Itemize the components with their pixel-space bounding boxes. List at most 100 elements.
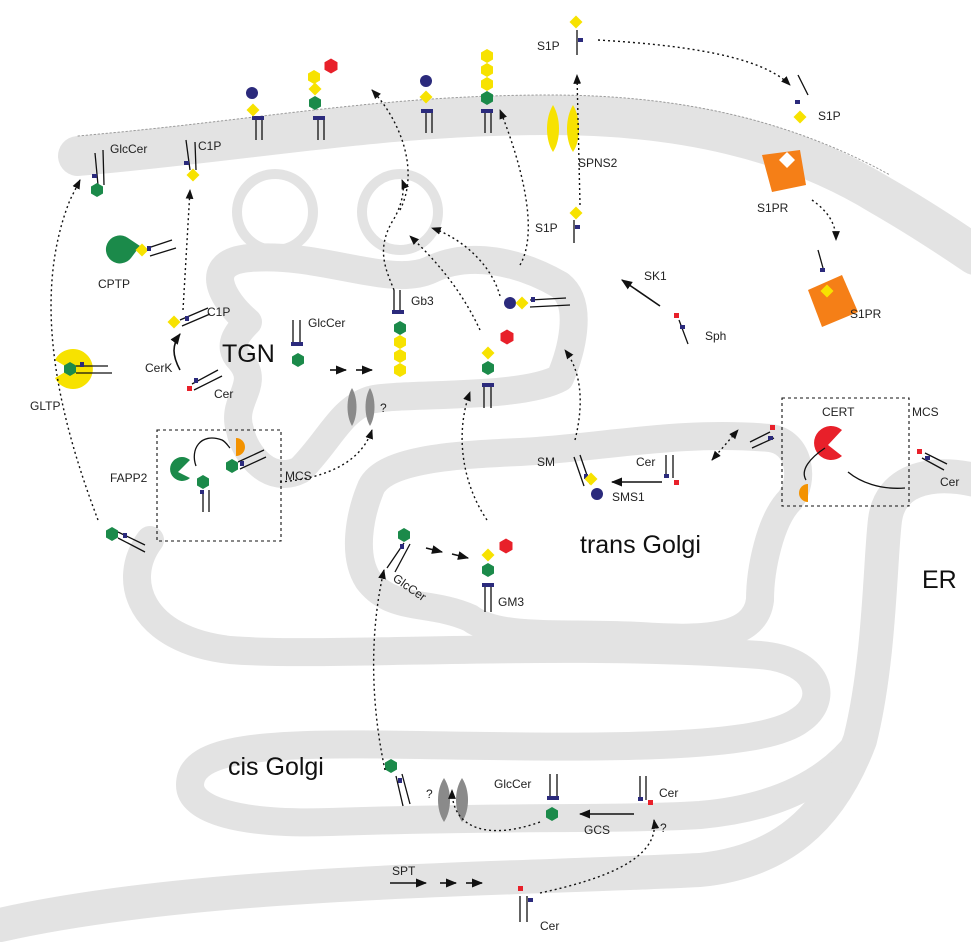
glccer-pm-label: GlcCer	[110, 142, 147, 156]
ganglioside-tgn-edge	[504, 296, 571, 310]
glccer-cis-to-trans-arrow	[372, 569, 386, 771]
cptp	[105, 235, 177, 264]
sk1-arrow	[621, 279, 661, 307]
mcs-box-right	[781, 397, 910, 507]
cer-er	[917, 449, 948, 471]
gm3-tgn	[481, 329, 514, 408]
gm3-to-vesicle-arrow	[409, 235, 481, 331]
sm-trans	[573, 454, 603, 500]
glccer-cis-edge	[385, 759, 411, 807]
tgn-membrane	[206, 243, 588, 488]
spt-label: SPT	[392, 864, 416, 878]
vesicle-to-pm-arrow	[371, 89, 409, 211]
gm3-to-tgn-arrow	[461, 391, 488, 521]
fapp2-to-channel-arrow	[279, 429, 373, 483]
sph-label: Sph	[705, 329, 726, 343]
cer-trans-edge	[749, 425, 775, 449]
cptp-label: CPTP	[98, 277, 130, 291]
gb3-tgn-label: Gb3	[411, 294, 434, 308]
s1pr-pm-label: S1PR	[757, 201, 789, 215]
cert	[799, 425, 906, 502]
glccer-tgn-label: GlcCer	[308, 316, 345, 330]
sk1-label: SK1	[644, 269, 667, 283]
cerk-arrow	[170, 333, 181, 371]
trans-golgi-label: trans Golgi	[580, 531, 701, 559]
glccer-trans-arrow-2	[451, 551, 470, 560]
glccer-trans	[386, 528, 411, 573]
unknown-er-label: ?	[660, 821, 667, 835]
gm3-trans	[481, 538, 513, 612]
tgn-channel	[347, 388, 375, 426]
s1p-top-label: S1P	[537, 39, 560, 53]
cer-cis-label: Cer	[659, 786, 678, 800]
edge-to-vesicle-arrow	[431, 227, 501, 297]
fapp2	[170, 437, 267, 512]
s1p-export-arrow	[573, 74, 582, 206]
c1p-pm	[184, 139, 200, 182]
cer-bottom	[518, 886, 533, 922]
cer-tgn	[187, 369, 223, 391]
ganglioside-pm-2	[308, 58, 338, 140]
gb3-pm	[481, 49, 493, 133]
tgn-label: TGN	[222, 340, 275, 368]
sph	[674, 313, 689, 345]
mcs-right-label: MCS	[912, 405, 939, 419]
glccer-cis-label: GlcCer	[494, 777, 531, 791]
s1p-top	[569, 15, 583, 55]
sms1-label: SMS1	[612, 490, 645, 504]
ganglioside-pm-1	[246, 87, 264, 140]
mcs-box-left	[156, 429, 282, 542]
glccer-tgn	[291, 320, 304, 367]
glccer-cis-to-channel-arrow	[448, 789, 541, 832]
s1p-in-label: S1P	[535, 221, 558, 235]
cer-trans-label: Cer	[636, 455, 655, 469]
spns2-label: SPNS2	[578, 156, 618, 170]
s1pr-pm	[762, 150, 806, 192]
unknown-tgn-label: ?	[380, 401, 387, 415]
s1p-out-label: S1P	[818, 109, 841, 123]
cis-channel	[438, 778, 468, 822]
glccer-trans-arrow-1	[425, 545, 444, 554]
glccer-to-pm-arrow	[50, 179, 99, 521]
gm3-label: GM3	[498, 595, 524, 609]
plasma-membrane	[58, 94, 971, 275]
cer-er-to-cis-arrow	[539, 819, 660, 894]
gltp-label: GLTP	[30, 399, 60, 413]
transport-arrows	[50, 39, 840, 894]
gb3-to-vesicle-arrow	[382, 179, 409, 291]
cis-golgi-label: cis Golgi	[228, 753, 324, 781]
cer-er-label: Cer	[940, 475, 959, 489]
glccer-pm	[91, 149, 105, 197]
gcs-label: GCS	[584, 823, 610, 837]
c1p-tgn-label: C1P	[207, 305, 230, 319]
glccer-left-edge	[106, 527, 146, 553]
cer-bottom-label: Cer	[540, 919, 559, 933]
trans-golgi-membrane	[344, 421, 813, 652]
er-label: ER	[922, 566, 957, 594]
cer-tgn-label: Cer	[214, 387, 233, 401]
cerk-label: CerK	[145, 361, 172, 375]
s1p-out-arrow	[597, 39, 791, 86]
cer-trans	[664, 455, 679, 485]
vesicle-left	[232, 169, 318, 255]
gltp	[55, 349, 112, 390]
sm-to-tgn-arrow	[564, 349, 581, 441]
unknown-cis-label: ?	[426, 787, 433, 801]
s1pr-internal-label: S1PR	[850, 307, 882, 321]
cer-cis	[638, 776, 653, 805]
glccer-cis	[546, 774, 559, 821]
spns2-transporter	[547, 105, 579, 152]
s1p-out	[793, 74, 809, 124]
c1p-to-pm-arrow	[182, 189, 194, 311]
s1pr-internalize-arrow	[811, 199, 840, 241]
vesicle-right-to-pm-arrow	[499, 109, 529, 266]
mcs-left-label: MCS	[285, 469, 312, 483]
vesicle-right	[357, 169, 443, 255]
fapp2-label: FAPP2	[110, 471, 148, 485]
gb3-tgn	[392, 290, 406, 377]
s1pr-internal	[808, 249, 858, 327]
s1p-in	[569, 206, 583, 243]
cert-label: CERT	[822, 405, 855, 419]
cer-exchange-arrow	[711, 429, 739, 461]
